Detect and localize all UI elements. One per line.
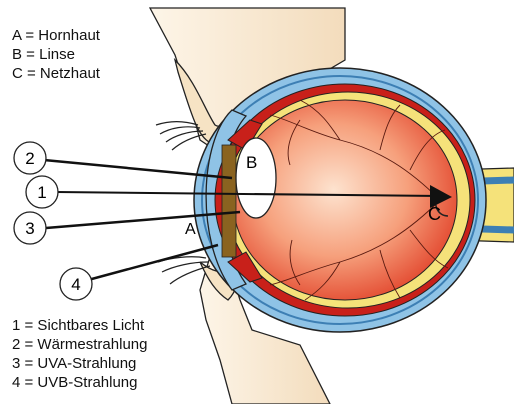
ray-1-number: 1 (37, 183, 46, 202)
legend-item-ray-2: 2 = Wärmestrahlung (12, 335, 147, 354)
legend-item-b: B = Linse (12, 45, 100, 64)
ray-4-number: 4 (71, 275, 80, 294)
marker-c: C (428, 204, 441, 224)
legend-item-ray-1: 1 = Sichtbares Licht (12, 316, 147, 335)
marker-b: B (246, 153, 257, 172)
legend-item-ray-4: 4 = UVB-Strahlung (12, 373, 147, 392)
legend-item-ray-3: 3 = UVA-Strahlung (12, 354, 147, 373)
iris-band (222, 145, 236, 257)
legend-item-a: A = Hornhaut (12, 26, 100, 45)
lower-eyelashes (158, 257, 210, 284)
ray-legend: 1 = Sichtbares Licht 2 = Wärmestrahlung … (12, 316, 147, 392)
ray-2-number: 2 (25, 149, 34, 168)
legend-item-c: C = Netzhaut (12, 64, 100, 83)
ray-3-number: 3 (25, 219, 34, 238)
structure-legend: A = Hornhaut B = Linse C = Netzhaut (12, 26, 100, 83)
marker-a: A (185, 221, 196, 238)
lens (236, 138, 276, 218)
